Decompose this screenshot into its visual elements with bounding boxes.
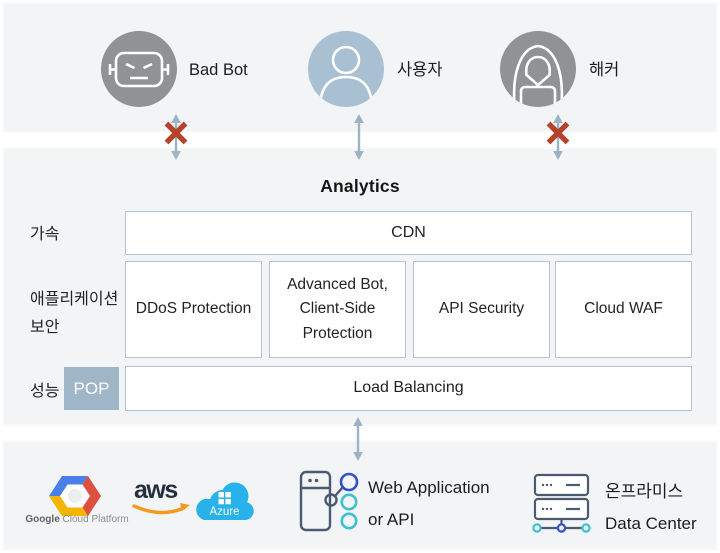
cloud-waf-box: Cloud WAF <box>555 261 692 358</box>
hooded-figure-icon <box>512 44 564 107</box>
load-balancing-box: Load Balancing <box>125 366 692 411</box>
bad-bot-label: Bad Bot <box>189 61 248 79</box>
hacker-label: 해커 <box>589 61 620 79</box>
user-label: 사용자 <box>397 61 443 79</box>
web-application-label: Web Application or API <box>368 478 490 529</box>
datacenter-icon <box>530 472 592 539</box>
web-application-icon <box>298 468 362 539</box>
blocked-x-icon <box>163 120 189 151</box>
cdn-box: CDN <box>125 211 692 255</box>
bad-bot-arrow-icon <box>168 114 184 165</box>
aws-icon: aws <box>134 476 178 504</box>
blocked-x-icon <box>545 120 571 151</box>
hacker-arrow-icon <box>550 114 566 165</box>
analytics-title: Analytics <box>320 176 400 196</box>
gcp-label-word1: Google <box>25 514 60 525</box>
api-security-box: API Security <box>413 261 550 358</box>
person-icon <box>318 45 374 107</box>
app-security-row-label: 애플리케이션 보안 <box>30 291 119 336</box>
google-cloud-platform-icon <box>46 473 104 526</box>
acceleration-row-label: 가속 <box>30 226 60 243</box>
pop-badge: POP <box>64 367 119 410</box>
aws-smile-icon <box>132 503 192 522</box>
advanced-bot-box: Advanced Bot, Client-Side Protection <box>269 261 406 358</box>
user-icon <box>308 31 384 107</box>
hacker-icon <box>500 31 576 107</box>
robot-face-icon <box>108 51 170 88</box>
gcp-label-word2: Cloud Platform <box>62 514 129 525</box>
azure-icon: Azure <box>190 481 258 528</box>
origin-arrow-icon <box>350 417 366 466</box>
user-arrow-icon <box>351 114 367 165</box>
azure-label: Azure <box>209 506 239 518</box>
google-cloud-platform-label: Google Cloud Platform <box>22 514 132 525</box>
performance-row-label: 성능 <box>30 383 60 400</box>
bad-bot-icon <box>101 31 177 107</box>
datacenter-label: 온프라미스 Data Center <box>605 482 697 533</box>
origins-band <box>2 440 718 551</box>
ddos-protection-box: DDoS Protection <box>125 261 262 358</box>
